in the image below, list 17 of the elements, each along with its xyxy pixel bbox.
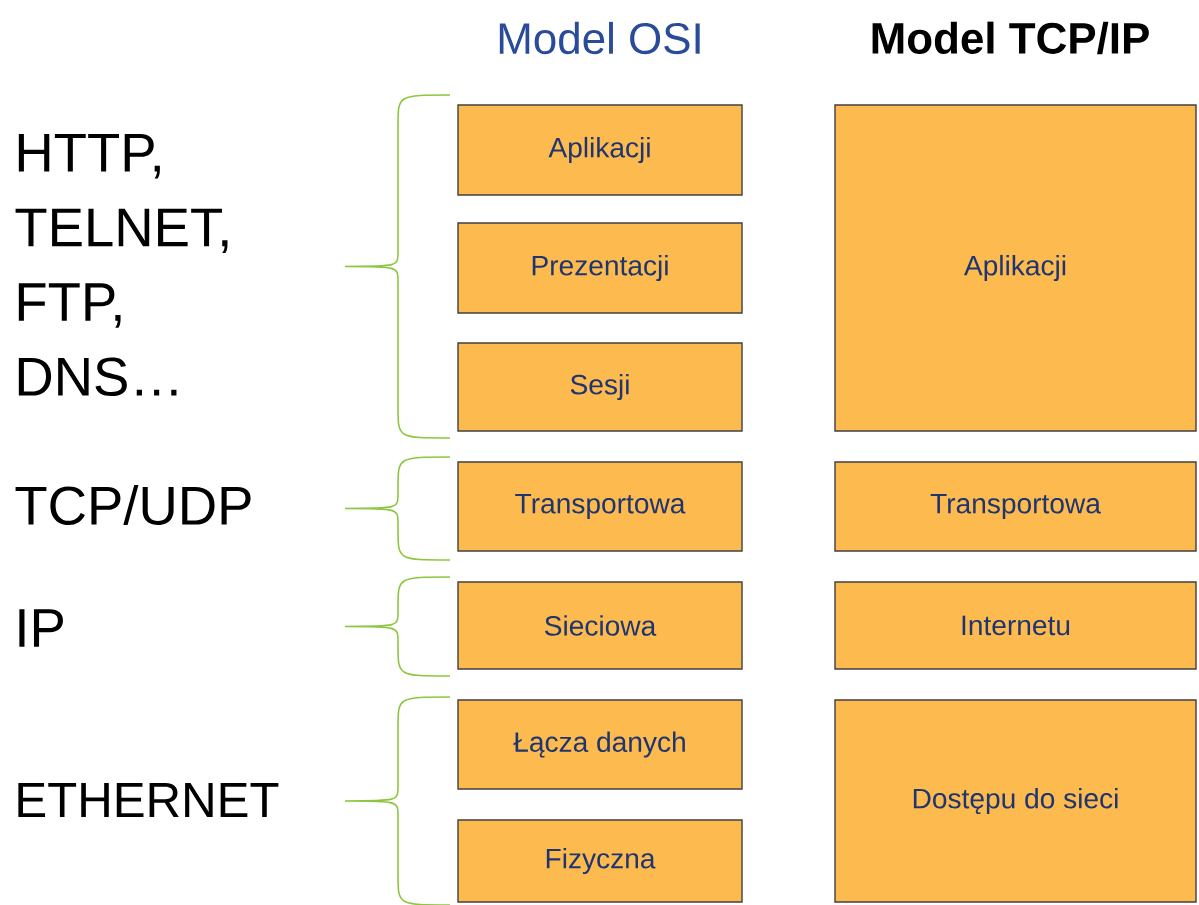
- layer-box: Transportowa: [457, 461, 743, 552]
- protocol-label: TCP/UDP: [15, 484, 251, 525]
- layer-box: Transportowa: [834, 461, 1197, 552]
- layer-box: Łącza danych: [457, 699, 743, 790]
- column-heading: Model OSI: [499, 21, 700, 55]
- protocol-label: ETHERNET: [18, 783, 279, 817]
- layer-box: Dostępu do sieci: [834, 699, 1197, 903]
- layer-box: Internetu: [834, 581, 1197, 670]
- protocol-label: IP: [19, 609, 63, 647]
- layer-box: Aplikacji: [834, 104, 1197, 432]
- column-heading: Model TCP/IP: [872, 21, 1149, 55]
- layer-box: Fizyczna: [457, 819, 743, 903]
- layer-box: Prezentacji: [457, 222, 743, 314]
- layer-box: Sieciowa: [457, 581, 743, 670]
- layer-box: Aplikacji: [457, 104, 743, 196]
- layer-box: Sesji: [457, 342, 743, 432]
- protocol-label: HTTP, TELNET, FTP, DNS…: [15, 133, 228, 396]
